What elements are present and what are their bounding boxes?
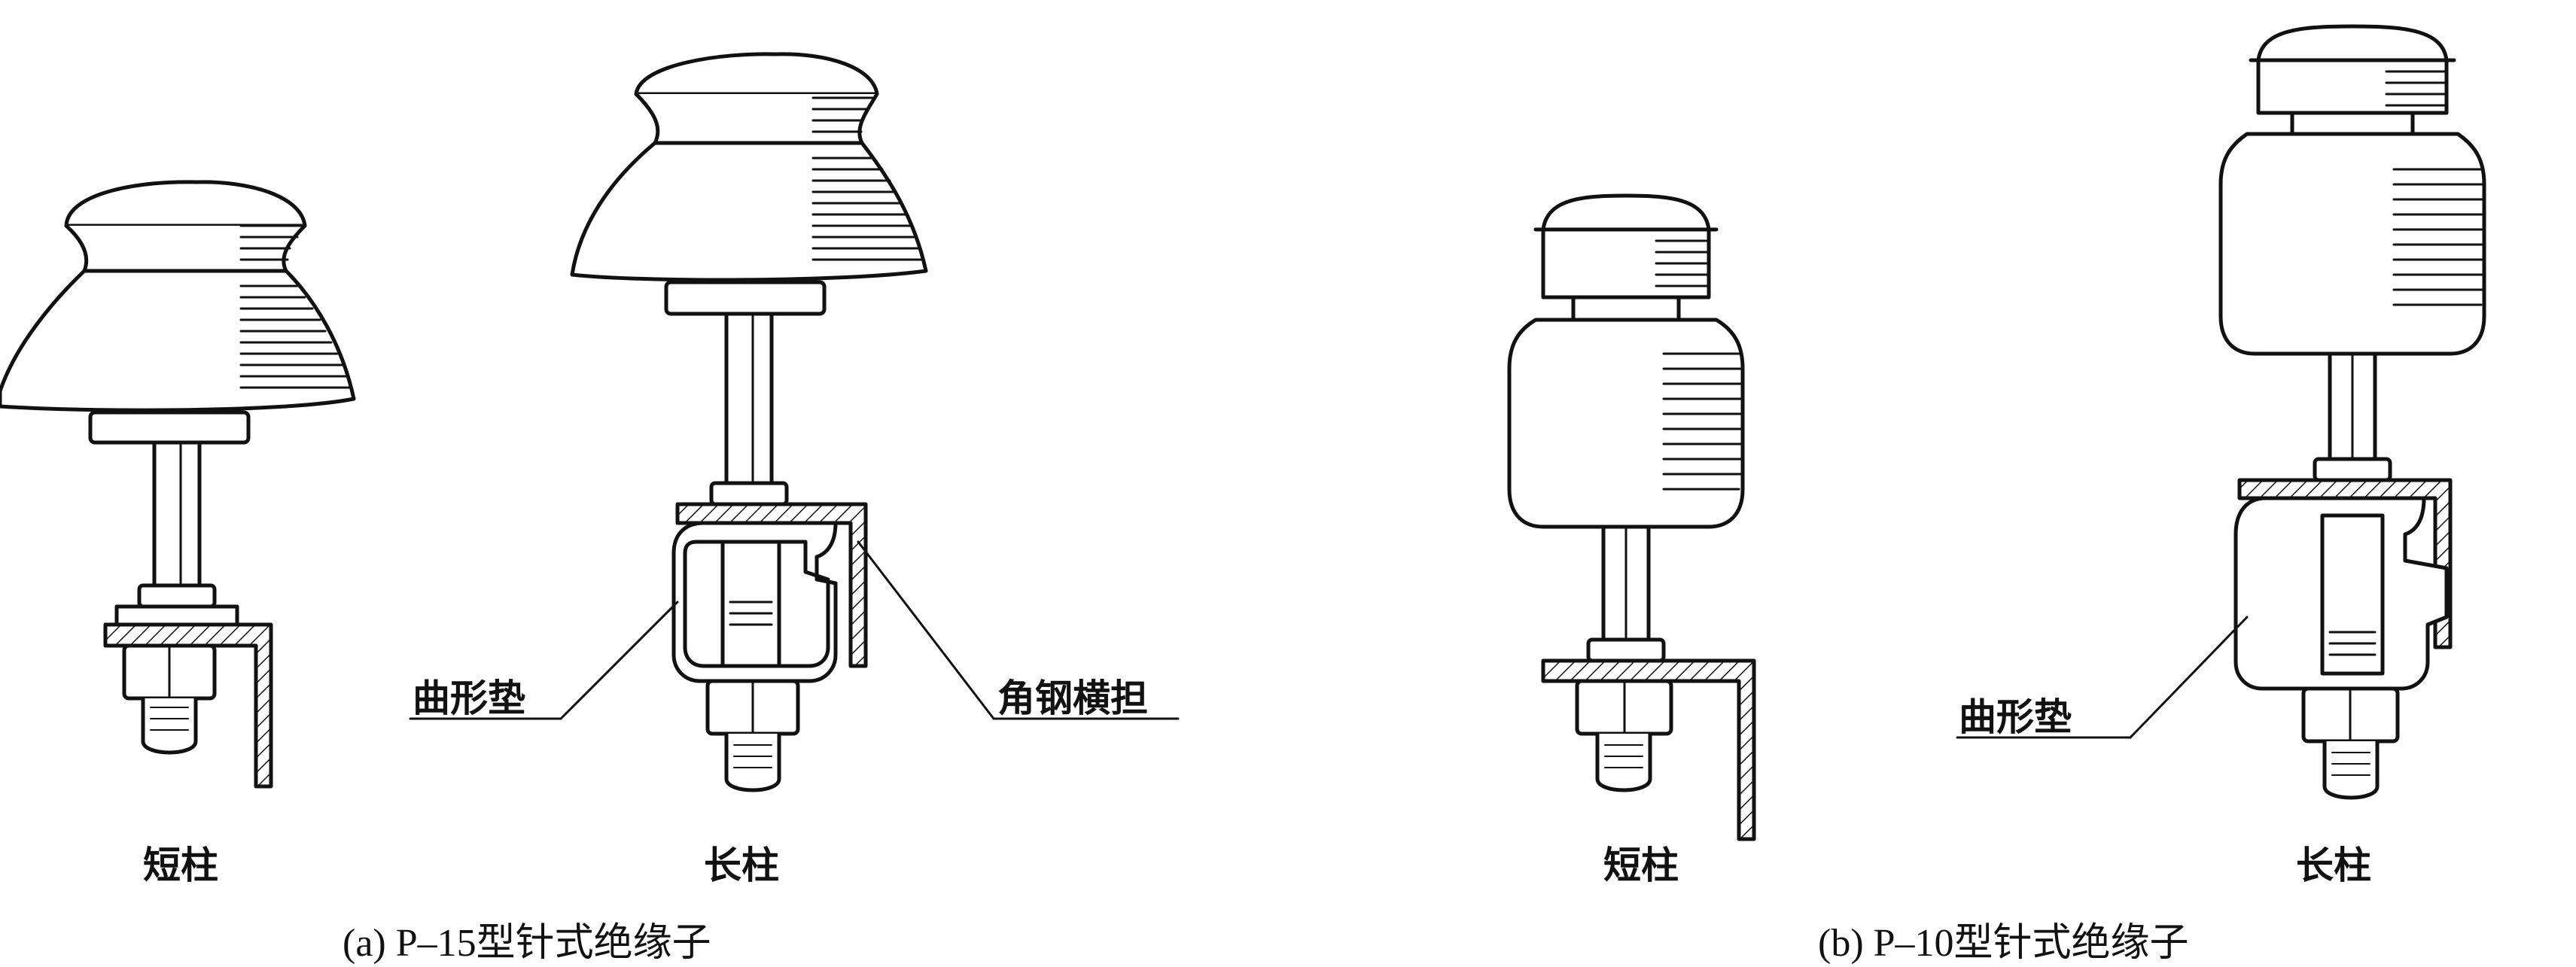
callout-angle-crossarm: 角钢横担	[997, 676, 1148, 720]
insulator-neck	[634, 92, 879, 145]
insulator-skirt	[0, 269, 356, 412]
insulator-cap	[634, 52, 879, 96]
label-short-pin-a: 短柱	[143, 843, 218, 887]
insulator-a-short	[0, 180, 356, 789]
callout-curved-washer-a: 曲形垫	[413, 676, 525, 720]
label-short-pin-b: 短柱	[1603, 843, 1679, 887]
insulator-b-long	[1956, 24, 2486, 800]
label-long-pin-a: 长柱	[704, 843, 779, 887]
caption-a: (a) P–15型针式绝缘子	[343, 922, 711, 965]
insulator-cap	[64, 180, 307, 228]
callout-curved-washer-b: 曲形垫	[1959, 695, 2072, 739]
insulator-a-long	[409, 52, 1180, 792]
insulator-b-short	[1507, 193, 1756, 841]
caption-b: (b) P–10型针式绝缘子	[1818, 922, 2189, 965]
label-long-pin-b: 长柱	[2296, 843, 2371, 887]
insulator-skirt	[570, 141, 928, 282]
